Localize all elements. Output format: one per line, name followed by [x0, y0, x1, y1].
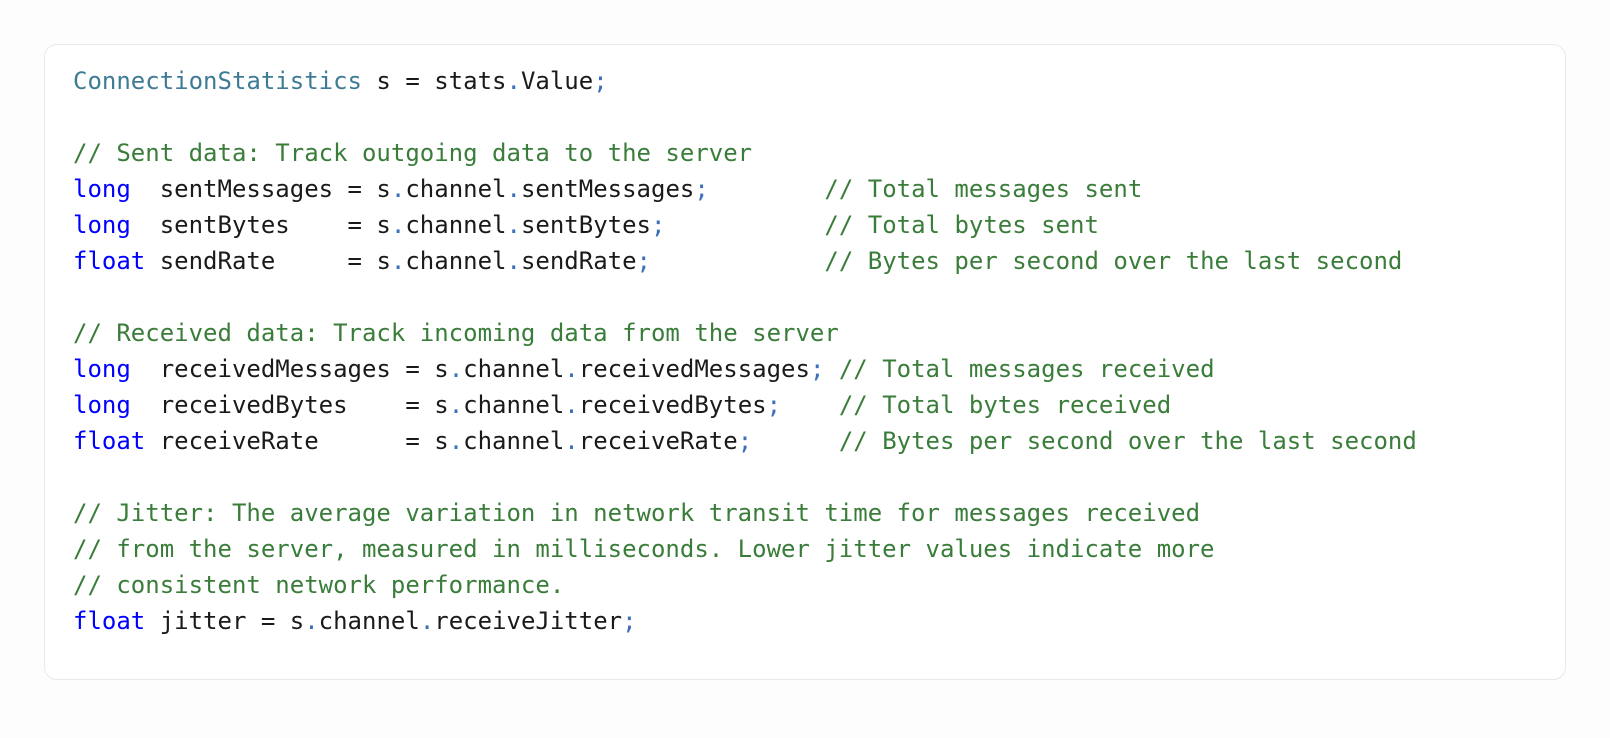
code-line: long sentMessages = s.channel.sentMessag… [73, 171, 1417, 207]
code-line: long sentBytes = s.channel.sentBytes; //… [73, 207, 1417, 243]
code-token-plain: receiveRate = s [145, 427, 449, 455]
code-token-punct: . [506, 247, 521, 275]
code-line [73, 459, 1417, 495]
code-line: // consistent network performance. [73, 567, 1417, 603]
code-token-kw: float [73, 607, 146, 635]
code-token-plain: sentBytes [520, 211, 651, 239]
code-line: // Jitter: The average variation in netw… [73, 495, 1417, 531]
code-line: float receiveRate = s.channel.receiveRat… [73, 423, 1417, 459]
code-token-plain: s = stats [361, 67, 507, 95]
code-token-plain: Value [520, 67, 594, 95]
code-line: long receivedMessages = s.channel.receiv… [73, 351, 1417, 387]
code-token-comment: // Jitter: The average variation in netw… [73, 499, 1201, 527]
code-token-punct: . [564, 391, 579, 419]
code-token-plain [752, 427, 839, 455]
code-token-plain: sentMessages [520, 175, 695, 203]
code-token-comment: // Bytes per second over the last second [824, 247, 1403, 275]
code-token-kw: long [73, 211, 131, 239]
code-snippet-card: ConnectionStatistics s = stats.Value; //… [44, 44, 1566, 680]
code-token-punct: . [390, 175, 406, 203]
code-line: // Sent data: Track outgoing data to the… [73, 135, 1417, 171]
code-line [73, 99, 1417, 135]
code-token-plain: channel [405, 175, 507, 203]
code-token-plain: receivedMessages = s [130, 355, 449, 383]
code-token-plain: channel [405, 247, 507, 275]
code-token-punct: ; [766, 391, 782, 419]
code-token-plain: receivedMessages [578, 355, 810, 383]
code-token-plain: sentMessages = s [130, 175, 391, 203]
code-block[interactable]: ConnectionStatistics s = stats.Value; //… [73, 63, 1417, 639]
code-token-plain: channel [318, 607, 420, 635]
code-token-plain [824, 355, 838, 383]
code-token-punct: . [390, 247, 406, 275]
code-token-comment: // Total bytes sent [824, 211, 1099, 239]
code-line: ConnectionStatistics s = stats.Value; [73, 63, 1417, 99]
code-token-plain: receivedBytes [578, 391, 767, 419]
code-token-plain: sendRate = s [145, 247, 391, 275]
code-line: // Received data: Track incoming data fr… [73, 315, 1417, 351]
code-token-comment: // consistent network performance. [73, 571, 565, 599]
code-token-plain: channel [405, 211, 507, 239]
code-token-plain: receiveRate [578, 427, 738, 455]
code-line: long receivedBytes = s.channel.receivedB… [73, 387, 1417, 423]
code-token-plain: jitter = s [145, 607, 305, 635]
code-line: // from the server, measured in millisec… [73, 531, 1417, 567]
code-token-punct: . [448, 391, 464, 419]
code-token-punct: . [448, 427, 464, 455]
code-token-punct: . [448, 355, 464, 383]
code-token-comment: // Total bytes received [838, 391, 1172, 419]
code-token-comment: // Sent data: Track outgoing data to the… [73, 139, 753, 167]
code-token-plain: channel [463, 391, 565, 419]
code-token-kw: long [73, 355, 131, 383]
code-token-punct: . [506, 67, 521, 95]
code-token-plain [781, 391, 839, 419]
code-token-plain [651, 247, 824, 275]
code-token-plain: receivedBytes = s [130, 391, 449, 419]
code-token-kw: long [73, 175, 131, 203]
code-token-plain: sendRate [520, 247, 637, 275]
code-token-punct: ; [694, 175, 709, 203]
code-token-plain: channel [463, 355, 565, 383]
code-line: float sendRate = s.channel.sendRate; // … [73, 243, 1417, 279]
code-token-punct: ; [737, 427, 753, 455]
code-token-punct: ; [809, 355, 825, 383]
code-token-punct: ; [636, 247, 651, 275]
code-token-plain [665, 211, 824, 239]
code-token-comment: // from the server, measured in millisec… [73, 535, 1215, 563]
code-token-plain [709, 175, 825, 203]
code-token-punct: ; [593, 67, 608, 95]
code-token-plain: receiveJitter [434, 607, 623, 635]
code-token-punct: ; [622, 607, 637, 635]
code-token-punct: ; [651, 211, 666, 239]
code-token-punct: . [390, 211, 406, 239]
code-token-comment: // Total messages received [838, 355, 1215, 383]
code-token-plain: sentBytes = s [130, 211, 391, 239]
code-token-punct: . [304, 607, 319, 635]
code-token-comment: // Total messages sent [824, 175, 1143, 203]
code-token-punct: . [506, 175, 521, 203]
code-token-punct: . [564, 427, 579, 455]
code-token-kw: float [73, 427, 146, 455]
code-token-kw: long [73, 391, 131, 419]
code-token-plain: channel [463, 427, 565, 455]
code-token-punct: . [564, 355, 579, 383]
code-token-comment: // Bytes per second over the last second [838, 427, 1417, 455]
code-token-punct: . [419, 607, 435, 635]
code-token-punct: . [506, 211, 521, 239]
code-line: float jitter = s.channel.receiveJitter; [73, 603, 1417, 639]
code-line [73, 279, 1417, 315]
code-token-kw: float [73, 247, 146, 275]
code-token-type: ConnectionStatistics [73, 67, 362, 95]
code-token-comment: // Received data: Track incoming data fr… [73, 319, 839, 347]
